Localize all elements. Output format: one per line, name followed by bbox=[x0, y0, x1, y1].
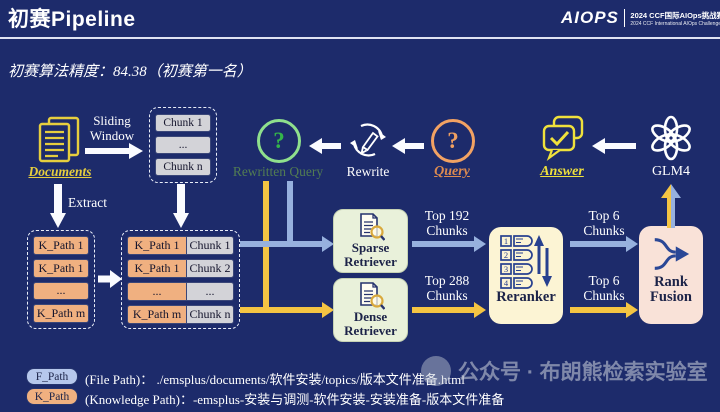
watermark-logo-icon bbox=[421, 356, 451, 386]
kpath-chunk-row: ... ... bbox=[127, 281, 234, 301]
brand-name: AIOPS bbox=[561, 8, 619, 27]
sliding-window-label: Sliding Window bbox=[89, 113, 135, 143]
arrow-reranker-to-fusion-yellow bbox=[570, 302, 638, 318]
fpath-chip: F_Path bbox=[26, 368, 78, 385]
chunk-cell: ... bbox=[187, 281, 234, 301]
arrow-to-dense-retriever bbox=[240, 302, 334, 318]
arrow-documents-to-chunks bbox=[85, 143, 143, 159]
kpath-chunk-row: K_Path m Chunk n bbox=[127, 304, 234, 324]
watermark-text: 公众号 · 布朗熊检索实验室 bbox=[458, 361, 708, 384]
dense-retriever-node: Dense Retriever bbox=[333, 278, 408, 342]
arrow-reranker-to-fusion-blue bbox=[570, 236, 638, 252]
rank-fusion-node: Rank Fusion bbox=[639, 226, 703, 324]
kpath-chip: K_Path bbox=[26, 388, 78, 405]
rewrite-label: Rewrite bbox=[346, 164, 390, 179]
arrow-extract-down bbox=[50, 184, 66, 228]
documents-label: Documents bbox=[28, 164, 92, 179]
chunk-item: ... bbox=[155, 136, 211, 154]
reranker-node: 1 2 3 4 Reranker bbox=[489, 227, 563, 324]
edge-label-top6-sparse: Top 6 Chunks bbox=[583, 208, 625, 239]
page-title: 初赛Pipeline bbox=[8, 8, 136, 31]
kpath-chunk-group-box: K_Path 1 Chunk 1 K_Path 1 Chunk 2 ... ..… bbox=[121, 230, 240, 329]
chunk-cell: Chunk 1 bbox=[187, 235, 234, 255]
arrow-glm4-to-answer bbox=[592, 138, 636, 154]
sparse-retriever-node: Sparse Retriever bbox=[333, 209, 408, 273]
fpath-legend-text: (File Path)： ./emsplus/documents/软件安装/to… bbox=[85, 372, 465, 387]
answer-label: Answer bbox=[540, 164, 584, 179]
kpath-chunk-row: K_Path 1 Chunk 2 bbox=[127, 258, 234, 278]
query-icon: ? bbox=[431, 119, 475, 163]
sparse-retriever-label: Sparse Retriever bbox=[344, 240, 397, 269]
kpath-chunk-row: K_Path 1 Chunk 1 bbox=[127, 235, 234, 255]
arrow-sparse-to-reranker bbox=[412, 236, 486, 252]
arrow-to-sparse-retriever bbox=[240, 236, 334, 252]
dense-retriever-label: Dense Retriever bbox=[344, 309, 397, 338]
edge-label-top192: Top 192 Chunks bbox=[424, 208, 470, 239]
answer-icon bbox=[542, 115, 584, 162]
kpath-item: ... bbox=[33, 281, 89, 301]
chunk-item: Chunk n bbox=[155, 158, 211, 176]
doc-search-icon bbox=[359, 213, 385, 241]
doc-search-icon bbox=[359, 282, 385, 310]
kpath-legend-text: (Knowledge Path)：-emsplus-安装与调测-软件安装-安装准… bbox=[85, 392, 505, 407]
brand-tagline-cn: 2024 CCF国际AIOps挑战赛 bbox=[630, 10, 720, 20]
query-label: Query bbox=[434, 164, 470, 179]
rank-list-icon: 1 2 3 4 bbox=[500, 235, 552, 289]
chunk-item: Chunk 1 bbox=[155, 114, 211, 132]
rewritten-query-label: Rewritten Query bbox=[232, 164, 324, 179]
rank-number: 3 bbox=[504, 264, 508, 274]
rank-fusion-label: Rank Fusion bbox=[650, 274, 692, 306]
arrow-rewrite-to-rewritten bbox=[309, 138, 341, 154]
glm4-logo-icon bbox=[651, 115, 691, 161]
edge-label-top288: Top 288 Chunks bbox=[424, 273, 470, 304]
title-divider bbox=[0, 37, 720, 39]
rank-number: 4 bbox=[504, 278, 509, 288]
merge-arrows-icon bbox=[654, 238, 690, 270]
rank-number: 2 bbox=[504, 250, 508, 260]
watermark: 公众号 · 布朗熊检索实验室 bbox=[421, 356, 708, 386]
chunk-cell: Chunk n bbox=[187, 304, 234, 324]
arrow-dense-to-reranker bbox=[412, 302, 486, 318]
reranker-label: Reranker bbox=[496, 289, 556, 305]
documents-icon bbox=[38, 116, 80, 163]
extract-label: Extract bbox=[68, 195, 107, 210]
arrow-chunks-down bbox=[173, 184, 189, 228]
question-mark: ? bbox=[447, 128, 459, 153]
accuracy-subtitle: 初赛算法精度：84.38（初赛第一名） bbox=[8, 64, 252, 80]
arrow-fusion-to-glm4 bbox=[661, 184, 681, 228]
brand-logo: AIOPS 2024 CCF国际AIOps挑战赛 2024 CCF Intern… bbox=[561, 8, 720, 28]
rewrite-icon bbox=[350, 123, 386, 157]
rank-number: 1 bbox=[504, 236, 508, 246]
arrow-kpath-to-pairs bbox=[98, 270, 122, 288]
kpath-item: K_Path 1 bbox=[33, 236, 89, 255]
kpath-cell: K_Path 1 bbox=[127, 235, 187, 255]
kpath-item: K_Path 1 bbox=[33, 258, 89, 278]
brand-divider bbox=[623, 9, 626, 27]
kpath-item: K_Path m bbox=[33, 304, 89, 323]
chunk-group-box: Chunk 1 ... Chunk n bbox=[149, 107, 217, 183]
kpath-cell: K_Path 1 bbox=[127, 258, 187, 278]
edge-label-top6-dense: Top 6 Chunks bbox=[583, 273, 625, 304]
kpath-cell: ... bbox=[127, 281, 187, 301]
glm4-label: GLM4 bbox=[651, 164, 691, 179]
brand-tagline-en: 2024 CCF International AIOps Challenge bbox=[630, 20, 720, 27]
chunk-cell: Chunk 2 bbox=[187, 258, 234, 278]
rewritten-query-line-sparse bbox=[287, 181, 293, 244]
question-mark: ? bbox=[273, 128, 285, 153]
arrow-query-to-rewrite bbox=[392, 138, 424, 154]
rewritten-query-icon: ? bbox=[257, 119, 301, 163]
kpath-cell: K_Path m bbox=[127, 304, 187, 324]
kpath-group-box: K_Path 1 K_Path 1 ... K_Path m bbox=[27, 230, 95, 329]
